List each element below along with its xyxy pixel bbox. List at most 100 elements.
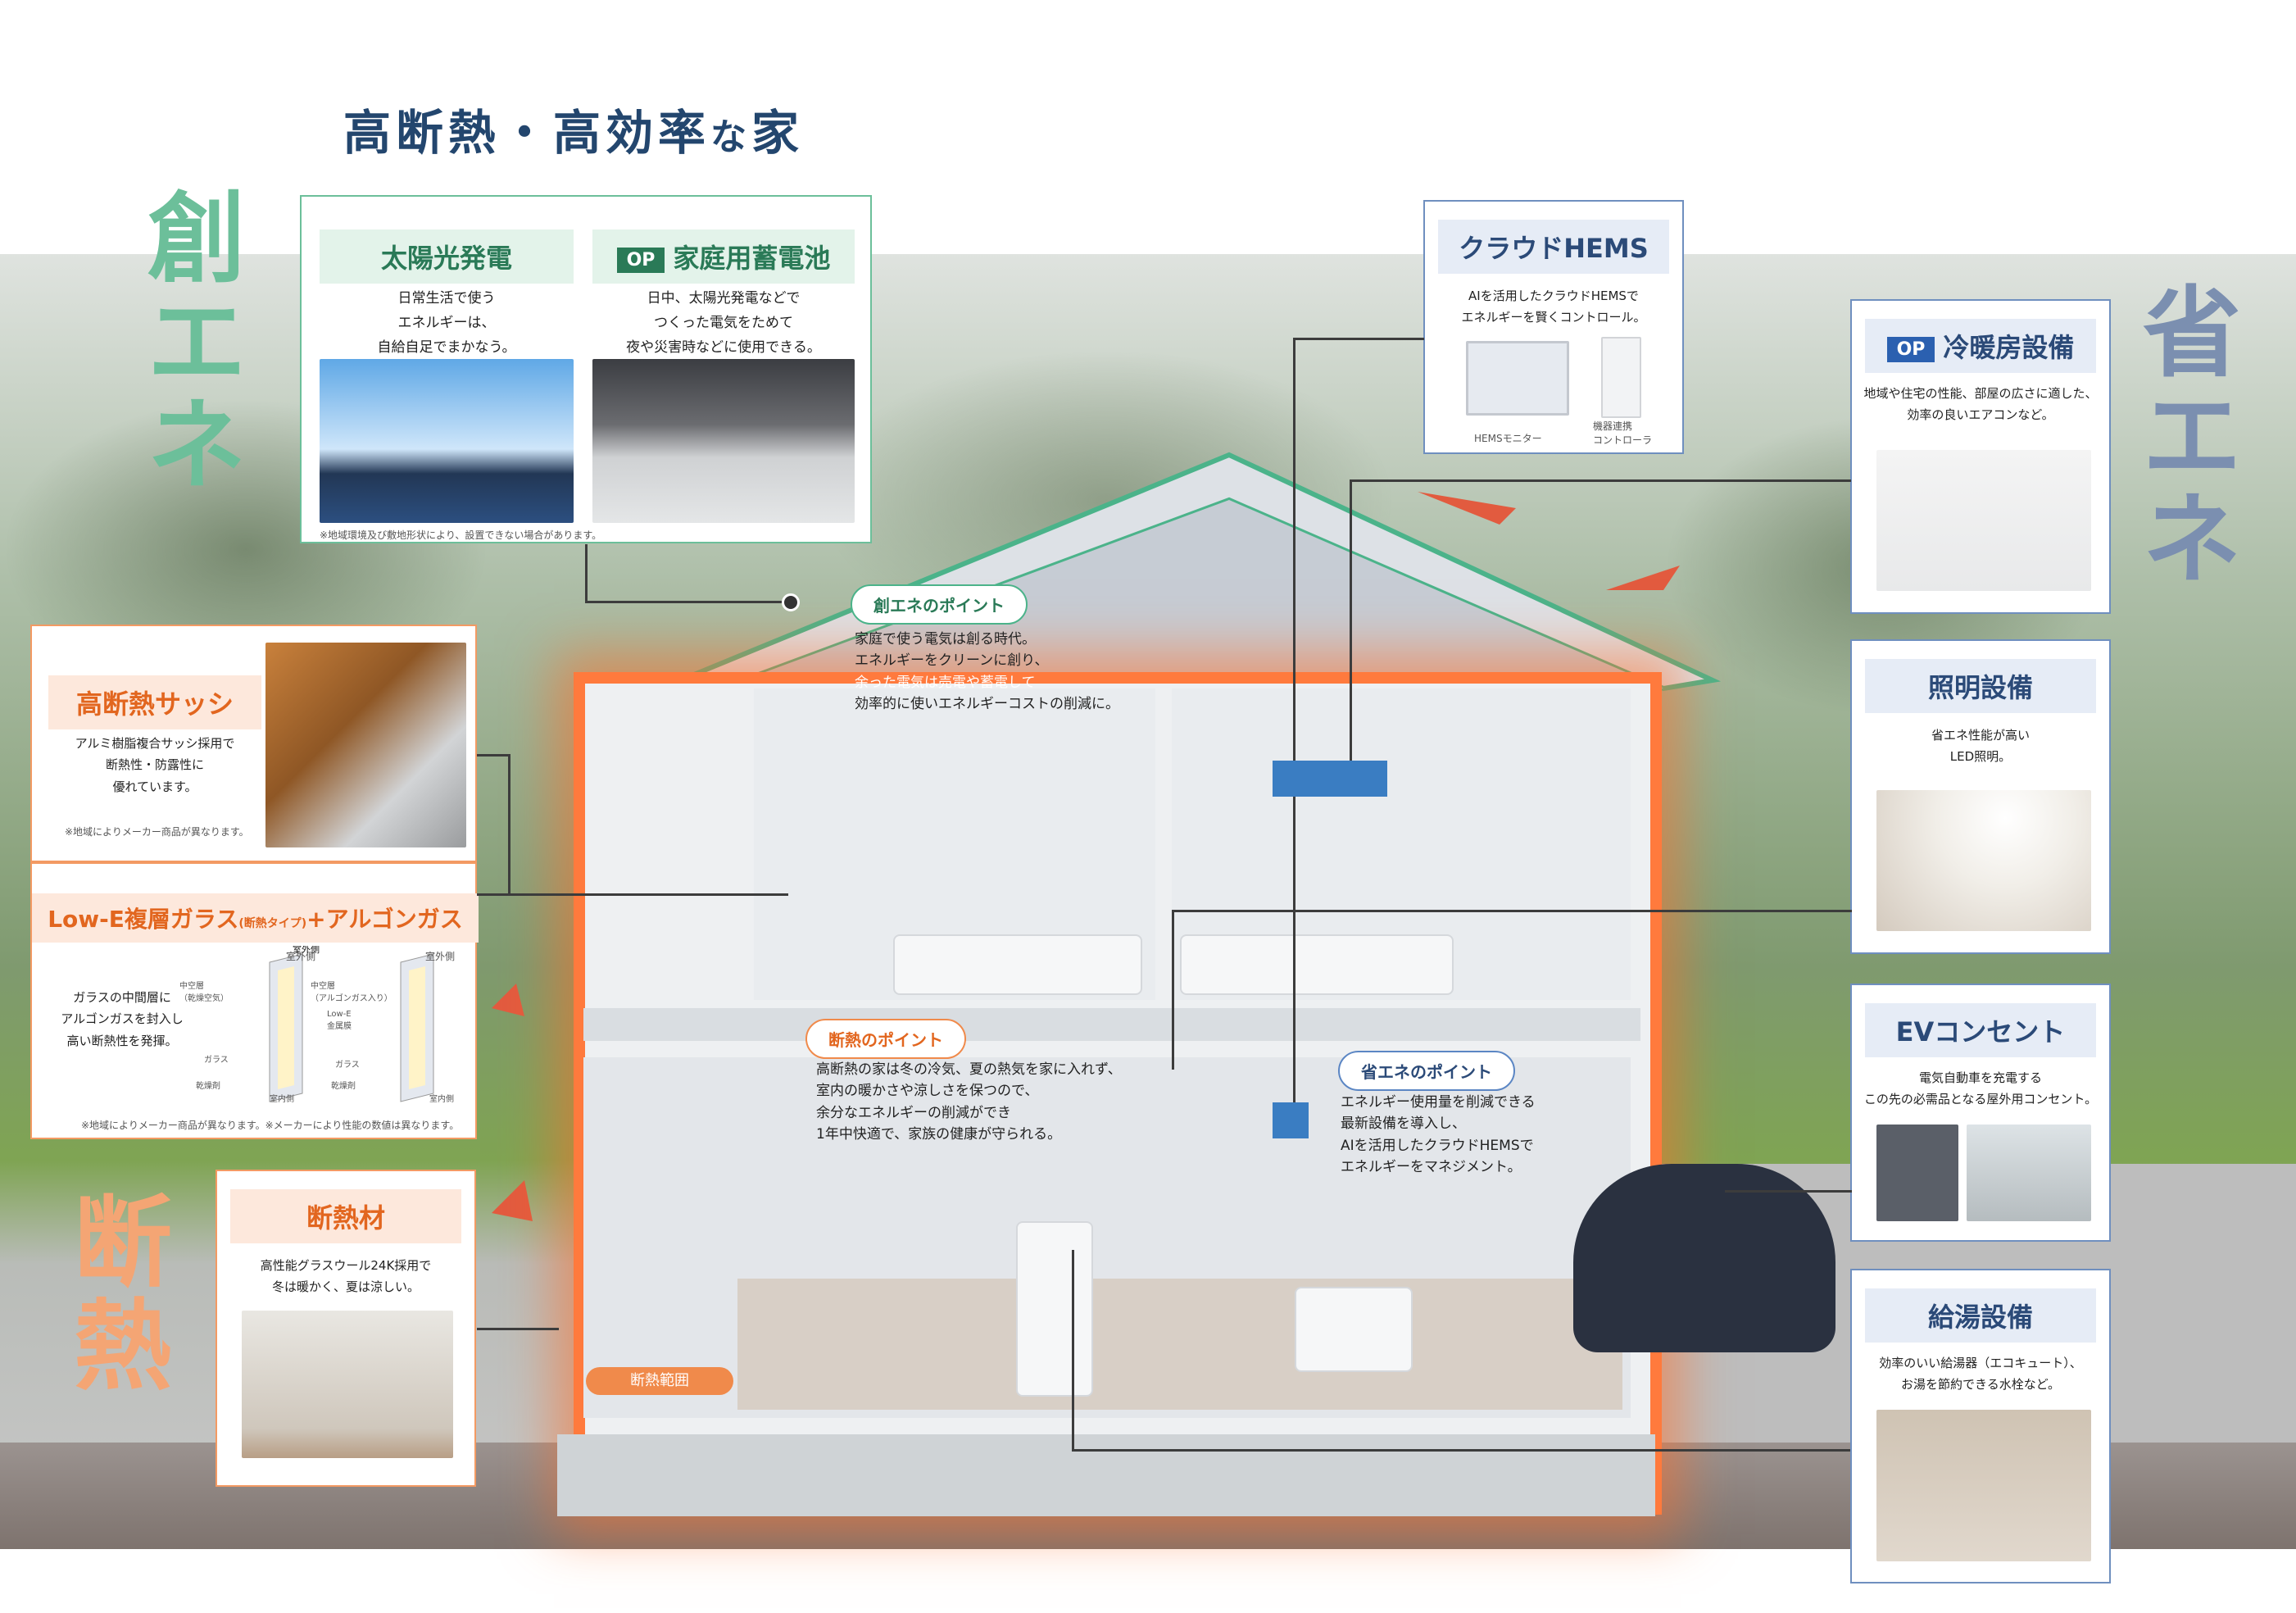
- lowe-card: Low-E複層ガラス(断熱タイプ)+アルゴンガス ガラスの中間層に アルゴンガス…: [30, 862, 479, 1139]
- water-heater-title: 給湯設備: [1865, 1288, 2096, 1343]
- sho-line-2: 最新設備を導入し、: [1341, 1115, 1466, 1133]
- label-outside-1: 室外側: [286, 951, 316, 962]
- svg-text:室外側: 室外側: [293, 946, 320, 955]
- label-inside-1: 室内側: [270, 1095, 294, 1104]
- label-inside-2: 室内側: [429, 1095, 454, 1104]
- sho-line-1: エネルギー使用量を削減できる: [1341, 1094, 1536, 1111]
- callout-line-ev: [1725, 1190, 1852, 1193]
- dan-line-3: 余分なエネルギーの削減ができ: [816, 1104, 1011, 1121]
- bed-right: [1180, 934, 1454, 995]
- callout-line-solar: [585, 601, 790, 603]
- sho-line-4: エネルギーをマネジメント。: [1341, 1159, 1522, 1176]
- aircon-title: OP 冷暖房設備: [1865, 319, 2096, 373]
- battery-desc: 日中、太陽光発電などで つくった電気をためて 夜や災害時などに使用できる。: [626, 290, 821, 356]
- label-desiccant-2: 乾燥剤: [331, 1082, 356, 1091]
- aircon-card: OP 冷暖房設備 地域や住宅の性能、部屋の広さに適した、 効率の良いエアコンなど。: [1850, 299, 2111, 614]
- hems-title: クラウドHEMS: [1438, 220, 1669, 274]
- callout-line-insulation: [477, 1328, 559, 1330]
- callout-dot: [782, 593, 800, 611]
- sou-line-1: 家庭で使う電気は創る時代。: [855, 631, 1036, 647]
- insulation-desc: 高性能グラスウール24K採用で 冬は暖かく、夏は涼しい。: [260, 1258, 432, 1295]
- insulation-title: 断熱材: [230, 1189, 461, 1243]
- callout-line-water-v: [1072, 1250, 1074, 1451]
- ev-title: EVコンセント: [1865, 1003, 2096, 1057]
- hems-controller-image: [1601, 337, 1641, 418]
- aircon-title-text: 冷暖房設備: [1943, 332, 2075, 363]
- lowe-title: Low-E複層ガラス(断熱タイプ)+アルゴンガス: [32, 893, 479, 943]
- sho-point-label: 省エネのポイント: [1338, 1051, 1515, 1091]
- foundation: [557, 1434, 1655, 1516]
- lowe-desc: ガラスの中間層に アルゴンガスを封入し 高い断熱性を発揮。: [61, 990, 184, 1048]
- insulation-card: 断熱材 高性能グラスウール24K採用で 冬は暖かく、夏は涼しい。: [216, 1170, 476, 1487]
- sofa: [1295, 1287, 1413, 1372]
- water-heater-card: 給湯設備 効率のいい給湯器（エコキュート）、 お湯を節約できる水栓など。: [1850, 1269, 2111, 1583]
- dan-point-text: 高断熱の家は冬の冷気、夏の熱気を家に入れず、 室内の暖かさや涼しさを保つので、 …: [816, 1059, 1122, 1145]
- battery-title-text: 家庭用蓄電池: [673, 243, 831, 274]
- callout-line-water: [1072, 1449, 1850, 1452]
- battery-photo: [592, 359, 855, 523]
- dan-line-1: 高断熱の家は冬の冷気、夏の熱気を家に入れず、: [816, 1061, 1122, 1078]
- lighting-photo: [1876, 790, 2091, 931]
- living-floor: [737, 1279, 1622, 1410]
- lowe-title-tail: +アルゴンガス: [306, 906, 463, 933]
- page-title: 高断熱・高効率な家: [0, 94, 1147, 163]
- sho-line-3: AIを活用したクラウドHEMSで: [1341, 1137, 1534, 1154]
- label-air1: 中空層 （乾燥空気）: [179, 982, 229, 1003]
- callout-line-lighting: [1172, 910, 1852, 912]
- label-glass-1: ガラス: [204, 1056, 229, 1065]
- solar-note: ※地域環境及び敷地形状により、設置できない場合があります。: [320, 529, 602, 541]
- title-house: 家: [751, 105, 805, 161]
- glass-diagram: 室外側: [269, 946, 434, 1102]
- op-badge: OP: [1886, 336, 1935, 362]
- lowe-title-text: Low-E複層ガラス: [48, 906, 239, 933]
- dan-line-2: 室内の暖かさや涼しさを保つので、: [816, 1083, 1039, 1100]
- hems-controller-label: 機器連携 コントローラ: [1593, 420, 1653, 446]
- title-particle: な: [710, 116, 751, 158]
- sash-card: 高断熱サッシ アルミ樹脂複合サッシ採用で 断熱性・防露性に 優れています。 ※地…: [30, 625, 477, 862]
- controller-location-marker: [1273, 1102, 1309, 1138]
- lighting-desc: 省エネ性能が高い LED照明。: [1931, 728, 2030, 765]
- insulation-range-badge: 断熱範囲: [586, 1367, 733, 1395]
- hems-monitor-label: HEMSモニター: [1474, 433, 1542, 444]
- op-badge: OP: [616, 247, 665, 273]
- hems-card: クラウドHEMS AIを活用したクラウドHEMSで エネルギーを賢くコントロール…: [1423, 200, 1684, 454]
- hems-monitor-image: [1466, 341, 1569, 416]
- sash-photo: [265, 643, 466, 847]
- category-dan-netsu: 断熱: [74, 1187, 172, 1404]
- callout-line-sash: [477, 754, 510, 757]
- callout-line-lighting-v: [1172, 910, 1174, 1070]
- ev-carport-photo: [1967, 1125, 2091, 1221]
- category-sho-ene: 省エネ: [2143, 277, 2241, 597]
- lowe-note: ※地域によりメーカー商品が異なります。※メーカーにより性能の数値は異なります。: [81, 1120, 460, 1131]
- lighting-title: 照明設備: [1865, 659, 2096, 713]
- solar-title: 太陽光発電: [320, 229, 574, 284]
- callout-line-hems-v: [1293, 338, 1295, 1125]
- label-lowe-film: Low-E 金属膜: [327, 1010, 352, 1031]
- ev-desc: 電気自動車を充電する この先の必需品となる屋外用コンセント。: [1863, 1070, 2098, 1107]
- sou-point-text: 家庭で使う電気は創る時代。 エネルギーをクリーンに創り、 余った電気は売電や蓄電…: [855, 629, 1119, 715]
- sho-point-text: エネルギー使用量を削減できる 最新設備を導入し、 AIを活用したクラウドHEMS…: [1341, 1092, 1536, 1178]
- callout-line-lowe: [477, 893, 788, 896]
- label-outside-2: 室外側: [425, 951, 456, 962]
- sash-note: ※地域によりメーカー商品が異なります。: [65, 826, 249, 838]
- sou-point-label: 創エネのポイント: [851, 584, 1028, 625]
- solar-battery-card: 太陽光発電 OP 家庭用蓄電池 日常生活で使う エネルギーは、 自給自足でまかなう…: [300, 195, 872, 543]
- sou-line-3: 余った電気は売電や蓄電して: [855, 674, 1036, 691]
- solar-panel-photo: [320, 359, 574, 523]
- aircon-desc: 地域や住宅の性能、部屋の広さに適した、 効率の良いエアコンなど。: [1863, 386, 2098, 423]
- sou-line-4: 効率的に使いエネルギーコストの削減に。: [855, 696, 1119, 713]
- sou-line-2: エネルギーをクリーンに創り、: [855, 652, 1049, 670]
- label-desiccant-1: 乾燥剤: [196, 1082, 220, 1091]
- solar-desc: 日常生活で使う エネルギーは、 自給自足でまかなう。: [377, 290, 516, 356]
- callout-line-aircon-v: [1350, 479, 1352, 775]
- label-air2: 中空層 （アルゴンガス入り）: [311, 982, 392, 1003]
- bed-left: [893, 934, 1142, 995]
- sash-desc: アルミ樹脂複合サッシ採用で 断熱性・防露性に 優れています。: [75, 736, 235, 794]
- title-main: 高断熱・高効率: [343, 105, 710, 161]
- kitchen-island: [1016, 1221, 1093, 1397]
- insulation-photo: [242, 1311, 453, 1458]
- hems-desc: AIを活用したクラウドHEMSで エネルギーを賢くコントロール。: [1461, 289, 1646, 325]
- callout-line-aircon: [1350, 479, 1851, 482]
- water-heater-photo: [1876, 1410, 2091, 1561]
- upper-floor-slab: [583, 1008, 1640, 1041]
